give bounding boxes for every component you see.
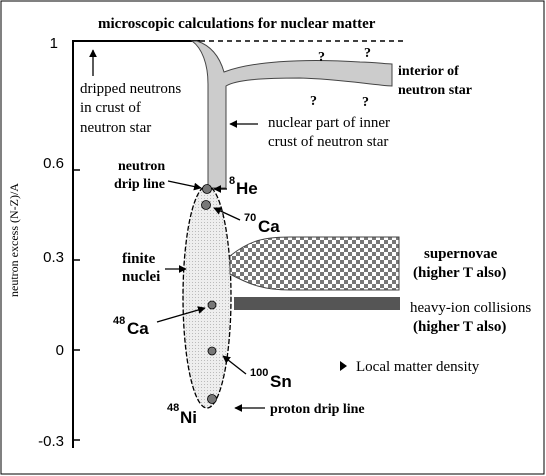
question-mark: ? — [362, 95, 369, 110]
interior-label-1: interior of — [398, 64, 459, 79]
nucleus-he8-dot — [202, 184, 212, 194]
inner-crust-label-1: nuclear part of inner — [268, 115, 390, 131]
matter-calc-label: microscopic calculations for nuclear mat… — [98, 16, 376, 32]
y-tick-label: 1 — [50, 35, 58, 52]
nucleus-sn100-dot — [207, 346, 217, 356]
question-mark: ? — [310, 94, 317, 109]
ca70-symbol: Ca — [258, 217, 280, 236]
y-axis-label: neutron excess (N-Z)/A — [7, 183, 21, 297]
supernovae-label-1: supernovae — [424, 246, 498, 262]
inner-crust-label-2: crust of neutron star — [268, 134, 388, 150]
neutron-drip-arrow — [167, 180, 202, 191]
he8-mass: 8 — [229, 175, 235, 187]
nucleus-ni48-dot — [207, 394, 217, 404]
local-density-label: Local matter density — [356, 359, 480, 375]
local-density-triangle-icon — [340, 361, 347, 371]
supernovae-region — [229, 236, 400, 291]
question-mark: ? — [364, 46, 371, 61]
question-mark: ? — [318, 50, 325, 65]
dripped-neutrons-label-3: neutron star — [80, 120, 151, 136]
he8-symbol: He — [236, 179, 258, 198]
sn100-arrow — [222, 355, 247, 375]
nucleus-ca48-dot — [207, 300, 217, 310]
finite-nuclei-label-2: nuclei — [122, 269, 160, 285]
nucleus-ca70-dot — [201, 200, 211, 210]
finite-nuclei-ellipse — [182, 185, 232, 409]
dripped-neutrons-label-1: dripped neutrons — [80, 81, 181, 97]
ca70-arrow — [213, 207, 241, 221]
sn100-symbol: Sn — [270, 372, 292, 391]
heavy-ion-bar — [234, 297, 400, 310]
ca48-symbol: Ca — [127, 319, 149, 338]
interior-label-2: neutron star — [398, 83, 472, 98]
neutron-drip-label-1: neutron — [118, 159, 165, 174]
sn100-mass: 100 — [250, 367, 268, 379]
y-tick-label: 0 — [56, 342, 64, 359]
neutron-drip-label-2: drip line — [114, 177, 165, 192]
ni48-symbol: Ni — [180, 408, 197, 427]
ca48-arrow — [156, 306, 206, 323]
y-tick-label: 0.6 — [43, 155, 64, 172]
ni48-mass: 48 — [167, 402, 179, 414]
y-tick-label: -0.3 — [38, 433, 64, 450]
ca70-mass: 70 — [244, 212, 256, 224]
ca48-mass: 48 — [113, 315, 125, 327]
proton-drip-label: proton drip line — [270, 402, 365, 417]
heavy-ion-label-1: heavy-ion collisions — [410, 300, 531, 316]
heavy-ion-label-2: (higher T also) — [413, 319, 506, 335]
y-tick-label: 0.3 — [43, 249, 64, 266]
dripped-neutrons-label-2: in crust of — [80, 100, 141, 116]
supernovae-label-2: (higher T also) — [413, 265, 506, 281]
finite-nuclei-label-1: finite — [122, 251, 156, 267]
